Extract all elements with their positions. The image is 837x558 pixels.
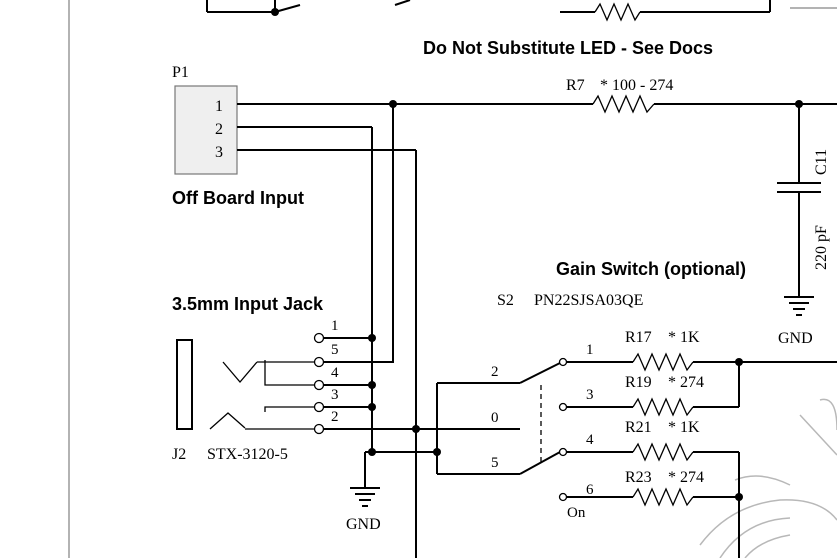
j2-jack: 3.5mm Input Jack 1 5 4 3 2 J2 STX-3120-5: [172, 294, 339, 463]
jack-ref-label: J2: [172, 446, 186, 463]
r17-label: R17: [625, 329, 652, 346]
r21-value: * 1K: [668, 419, 700, 436]
r19-label: R19: [625, 374, 652, 391]
p1-connector: P1 1 2 3 Off Board Input: [172, 64, 304, 208]
p1-wires: [237, 100, 593, 558]
s2-pin-5-label: 5: [491, 455, 499, 471]
r7-label: R7: [566, 77, 585, 94]
r19-value: * 274: [668, 374, 704, 391]
s2-pin-0-label: 0: [491, 410, 499, 426]
s2-part-label: PN22SJSA03QE: [534, 292, 643, 309]
jack-pin-3-label: 3: [331, 387, 339, 403]
p1-pin-2-label: 2: [215, 121, 223, 138]
p1-pin-3-label: 3: [215, 144, 223, 161]
gain-resistors: R17 * 1K R19 * 274 R21 * 1K R23 * 274: [567, 329, 837, 558]
r23-label: R23: [625, 469, 652, 486]
led-warning-title: Do Not Substitute LED - See Docs: [423, 38, 713, 58]
s2-pin-2-label: 2: [491, 364, 499, 380]
s2-pin-3-label: 3: [586, 387, 594, 403]
r7-value: * 100 - 274: [600, 77, 673, 94]
jack-part-label: STX-3120-5: [207, 446, 288, 463]
c11-capacitor: C11 220 pF GND: [777, 104, 830, 347]
r17-value: * 1K: [668, 329, 700, 346]
top-circuit-fragment: [206, 0, 771, 22]
watermark-graphic: [699, 398, 837, 558]
s2-ref-label: S2: [497, 292, 514, 309]
s2-pin-4-label: 4: [586, 432, 594, 448]
gain-switch-title: Gain Switch (optional): [556, 259, 746, 279]
jack-pin-5-label: 5: [331, 342, 339, 358]
jack-wires: GND: [324, 334, 441, 533]
s2-pin-6-label: 6: [586, 482, 594, 498]
c11-ref-label: C11: [813, 149, 830, 175]
jack-pin-1-label: 1: [331, 318, 339, 334]
c11-gnd-label: GND: [778, 330, 813, 347]
jack-title: 3.5mm Input Jack: [172, 294, 324, 314]
p1-body: [174, 85, 238, 175]
r7-resistor: R7 * 100 - 274: [566, 77, 837, 114]
off-board-input-caption: Off Board Input: [172, 188, 304, 208]
s2-gain-switch: Gain Switch (optional) S2 PN22SJSA03QE 1…: [436, 259, 746, 521]
c11-value-label: 220 pF: [813, 225, 830, 270]
r21-label: R21: [625, 419, 652, 436]
jack-pin-4-label: 4: [331, 365, 339, 381]
r23-value: * 274: [668, 469, 704, 486]
p1-pin-1-label: 1: [215, 98, 223, 115]
s2-pin-1-label: 1: [586, 342, 594, 358]
jack-gnd-label: GND: [346, 516, 381, 533]
p1-ref-label: P1: [172, 64, 189, 81]
jack-pin-2-label: 2: [331, 409, 339, 425]
s2-on-label: On: [567, 505, 586, 521]
